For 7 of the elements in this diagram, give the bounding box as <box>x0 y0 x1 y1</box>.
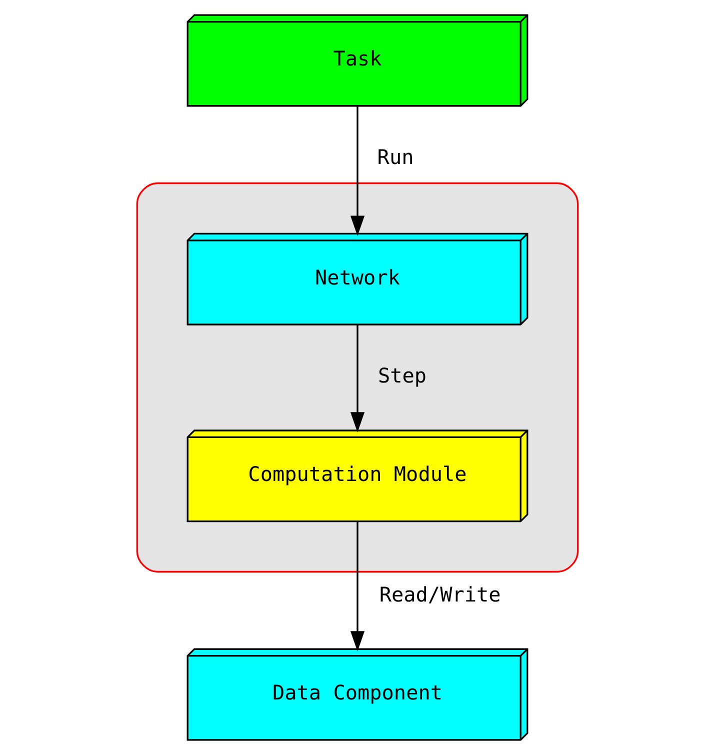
arrow <box>350 106 365 236</box>
edge-label: Read/Write <box>379 582 501 606</box>
arrow <box>350 324 365 432</box>
cluster <box>136 182 579 573</box>
edge-label: Run <box>377 145 414 170</box>
edge-label: Step <box>378 364 427 388</box>
arrow <box>350 522 365 652</box>
